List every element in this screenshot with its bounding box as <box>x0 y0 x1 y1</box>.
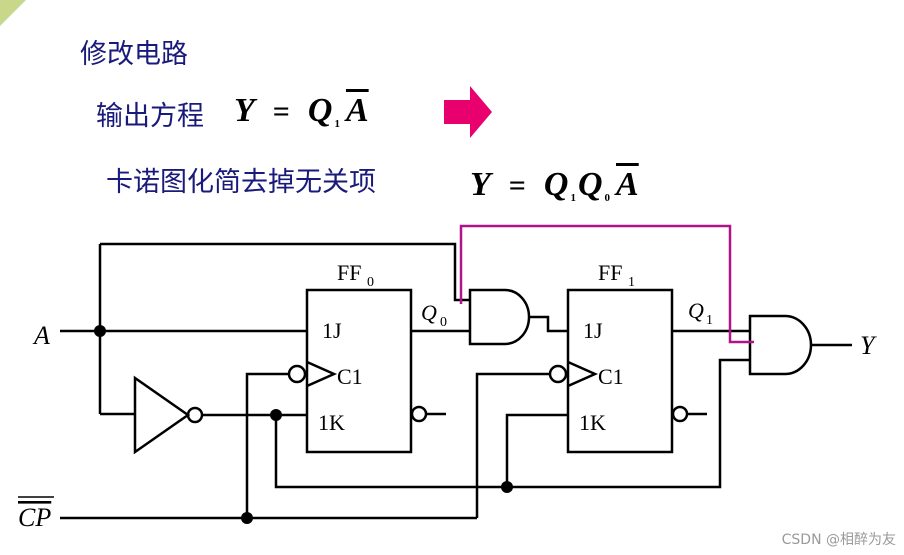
ff1-k: 1K <box>579 410 606 435</box>
ff1-j: 1J <box>583 318 603 343</box>
label-a: A <box>32 321 50 350</box>
simp-equals: = <box>508 169 526 202</box>
output-equation-label: 输出方程 <box>96 101 204 132</box>
ff0-k: 1K <box>318 410 345 435</box>
highlight-wire <box>459 224 754 344</box>
and-gate-1 <box>468 288 531 346</box>
junction-dot <box>270 409 282 421</box>
karnaugh-note: 卡诺图化简去掉无关项 <box>106 167 376 198</box>
ff0-clock-triangle <box>306 360 338 388</box>
junction-dot <box>241 512 253 524</box>
ff1-qbar-bubble <box>671 405 689 423</box>
simp-lhs: Y <box>470 166 491 203</box>
ff1-title: FF <box>598 260 622 285</box>
wire-ff1-k <box>505 413 568 487</box>
junction-dot <box>94 325 106 337</box>
heading: 修改电路 <box>80 39 188 70</box>
ff1-q-sub: 1 <box>706 313 713 328</box>
watermark: CSDN @相醉为友 <box>781 532 896 548</box>
ff0-clock-bubble <box>287 364 307 384</box>
label-y: Y <box>860 331 877 360</box>
wire-a-top <box>100 242 470 302</box>
ff1-c: C1 <box>598 364 624 389</box>
label-cp: CP <box>18 503 51 532</box>
eq-q: Q <box>307 92 333 129</box>
ff1-clock-triangle <box>567 360 599 388</box>
ff0-box <box>305 288 413 454</box>
eq-lhs: Y <box>234 92 255 129</box>
wire-ff0-clock <box>245 372 289 518</box>
ff0-qbar-bubble <box>410 405 428 423</box>
ff0-q-sub: 0 <box>440 315 447 330</box>
inverter-gate <box>133 375 191 455</box>
simp-q1: Q <box>543 166 569 203</box>
junction-dot <box>501 481 513 493</box>
simp-q0: Q <box>577 166 603 203</box>
simp-a-bar: A <box>616 166 639 203</box>
ff1-clock-bubble <box>548 364 568 384</box>
wire-ff1-clock <box>475 372 550 518</box>
wire-and1-to-j <box>529 315 568 333</box>
ff1-q: Q <box>688 298 704 323</box>
simp-q1-sub: 1 <box>570 192 576 204</box>
ff0-j: 1J <box>322 318 342 343</box>
eq-q-sub: 1 <box>334 118 340 130</box>
eq-equals: = <box>272 95 290 128</box>
and-gate-2 <box>748 314 813 376</box>
ff0-q: Q <box>421 300 437 325</box>
corner-decoration <box>0 0 26 26</box>
eq-a-bar: A <box>345 92 369 129</box>
ff1-title-sub: 1 <box>628 275 635 290</box>
ff0-c: C1 <box>337 364 363 389</box>
ff0-title-sub: 0 <box>367 275 374 290</box>
wire-k-bus <box>274 358 750 489</box>
simp-q0-sub: 0 <box>604 192 611 204</box>
ff0-title: FF <box>337 260 361 285</box>
ff1-box <box>566 288 674 454</box>
